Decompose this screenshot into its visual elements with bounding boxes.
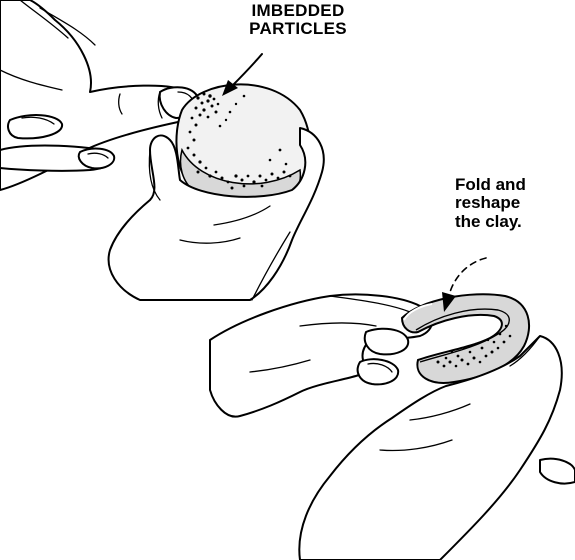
label-line: Fold and [455, 176, 526, 194]
label-line: IMBEDDED [208, 2, 388, 20]
fold-instruction-label: Fold and reshape the clay. [455, 176, 526, 231]
label-line: the clay. [455, 213, 526, 231]
clay-ball [176, 84, 310, 205]
folding-hand [210, 294, 432, 416]
label-line: PARTICLES [208, 20, 388, 38]
imbedded-particles-label: IMBEDDED PARTICLES [208, 2, 388, 39]
top-scene [0, 0, 324, 300]
label-line: reshape [455, 194, 526, 212]
bottom-scene [210, 258, 575, 560]
